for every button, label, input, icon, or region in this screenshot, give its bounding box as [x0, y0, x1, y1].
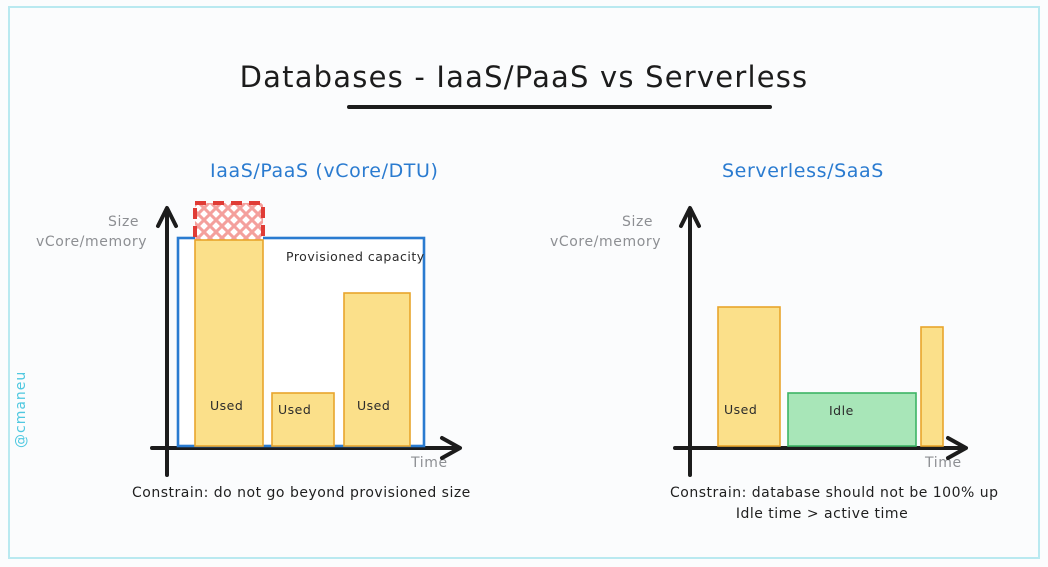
bar-left-2 [271, 392, 335, 447]
chart-left-y-axis-label-size: Size [108, 214, 140, 230]
bar-left-3 [343, 292, 411, 447]
bar-right-used [717, 306, 781, 447]
chart-right-caption-line2: Idle time > active time [735, 506, 909, 522]
chart-left-y-axis-label-vcore: vCore/memory [36, 234, 148, 250]
bar-right-used-label: Used [724, 402, 758, 417]
chart-right-x-axis-label-time: Time [925, 455, 962, 471]
chart-right-caption-line1: Constrain: database should not be 100% u… [670, 485, 999, 501]
bar-left-1 [194, 239, 264, 447]
chart-right-y-axis-label-size: Size [622, 214, 654, 230]
chart-right-y-axis-label-vcore: vCore/memory [550, 234, 662, 250]
page-title: Databases - IaaS/PaaS vs Serverless [239, 60, 809, 94]
chart-left-y-axis [156, 206, 178, 477]
provisioned-capacity-label: Provisioned capacity [286, 249, 425, 264]
chart-right-subtitle: Serverless/SaaS [722, 160, 884, 182]
chart-left-x-axis [150, 436, 462, 460]
chart-left-caption: Constrain: do not go beyond provisioned … [132, 485, 471, 501]
title-underline [347, 105, 772, 109]
bar-right-idle [787, 392, 917, 447]
author-watermark: @cmaneu [13, 370, 29, 448]
chart-right-y-axis [679, 206, 701, 477]
bar-right-spike [920, 326, 944, 447]
bar-left-1-label: Used [210, 398, 244, 413]
chart-right-x-axis [673, 436, 968, 460]
bar-left-3-label: Used [357, 398, 391, 413]
over-capacity-overage-box [193, 201, 265, 244]
chart-right-graphic [673, 206, 968, 477]
chart-left-graphic [150, 201, 462, 477]
bar-left-2-label: Used [278, 402, 312, 417]
bar-right-idle-label: Idle [829, 403, 854, 418]
chart-left-x-axis-label-time: Time [411, 455, 448, 471]
chart-left-subtitle: IaaS/PaaS (vCore/DTU) [210, 160, 439, 182]
